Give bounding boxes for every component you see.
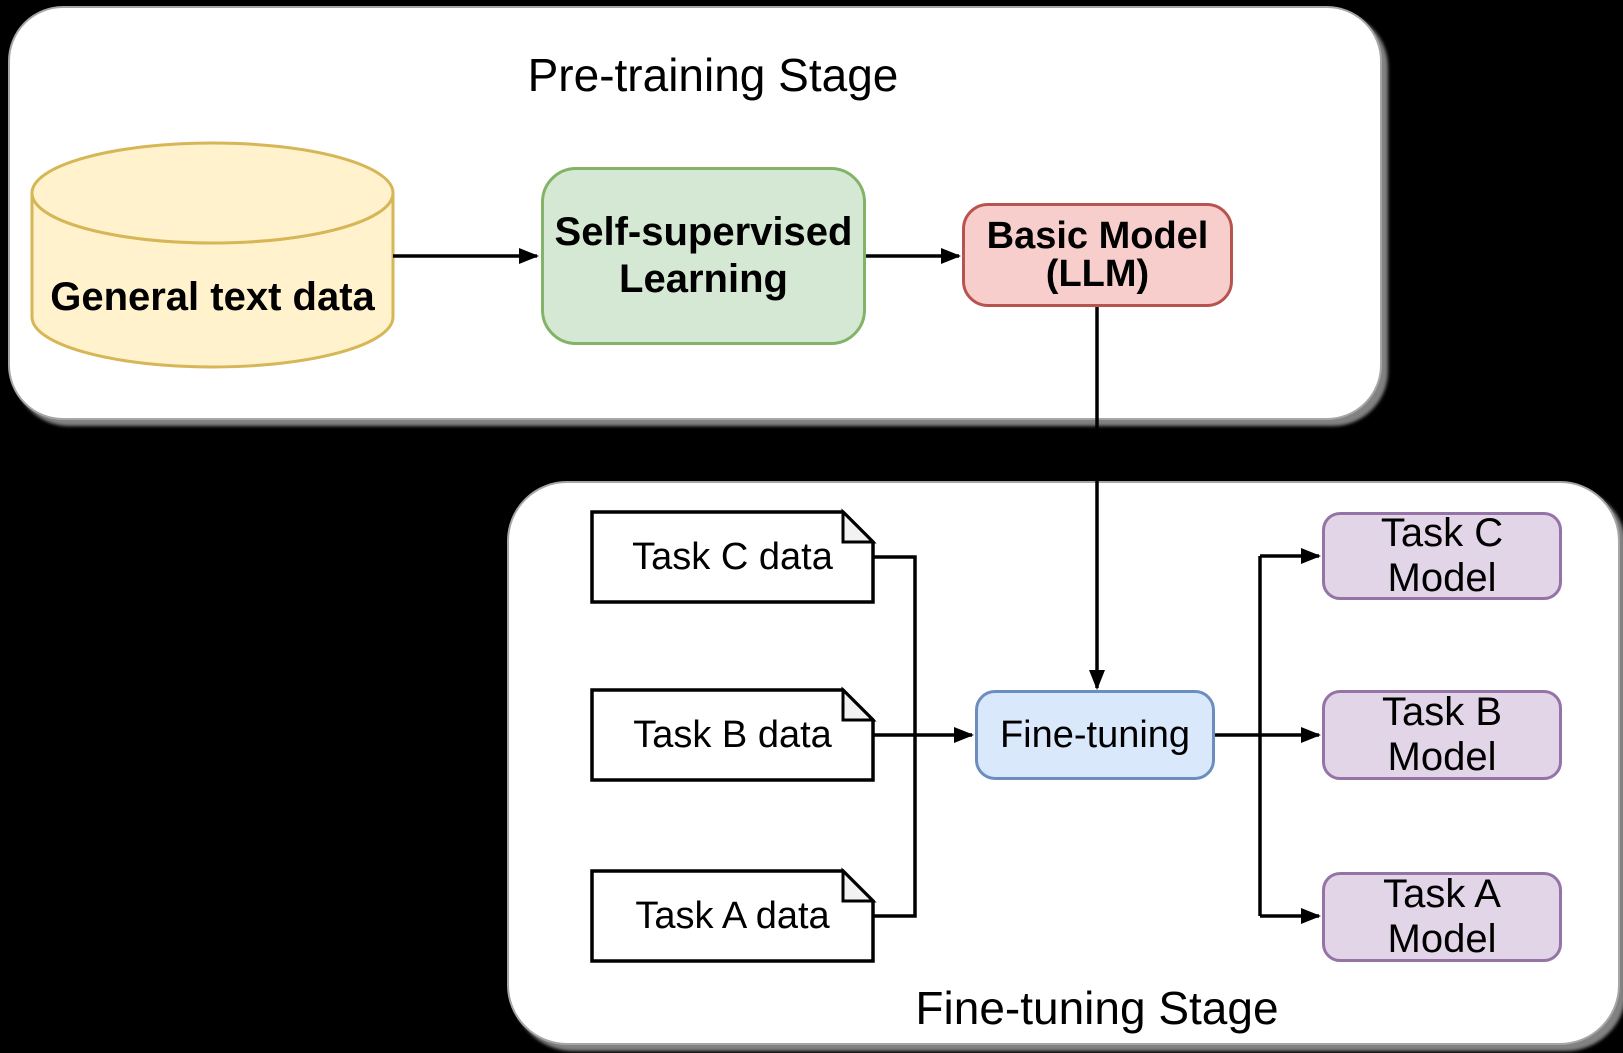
ssl-label-line1: Self-supervised — [554, 210, 853, 254]
task-a-model-box: Task A Model — [1322, 872, 1562, 962]
finetuning-label: Fine-tuning — [999, 713, 1191, 756]
self-supervised-learning-box: Self-supervised Learning — [541, 167, 866, 345]
task-b-data-label: Task B data — [633, 713, 832, 756]
basic-model-label-line1: Basic Model — [986, 215, 1209, 257]
finetuning-box: Fine-tuning — [975, 690, 1215, 780]
task-c-data-label: Task C data — [632, 535, 833, 578]
basic-model-box: Basic Model (LLM) — [962, 203, 1233, 307]
task-b-model-label: Task B Model — [1381, 690, 1503, 779]
task-c-model-box: Task C Model — [1322, 511, 1562, 600]
task-b-model-box: Task B Model — [1322, 690, 1562, 780]
general-text-data-label: General text data — [50, 274, 375, 319]
task-a-data-label: Task A data — [635, 894, 830, 937]
pretraining-stage-title: Pre-training Stage — [527, 49, 899, 101]
task-a-model-label: Task A Model — [1383, 872, 1501, 961]
task-c-model-label: Task C Model — [1380, 511, 1504, 600]
ssl-label-line2: Learning — [619, 257, 788, 301]
finetuning-stage-title: Fine-tuning Stage — [915, 982, 1279, 1034]
basic-model-label-line2: (LLM) — [1045, 253, 1150, 295]
